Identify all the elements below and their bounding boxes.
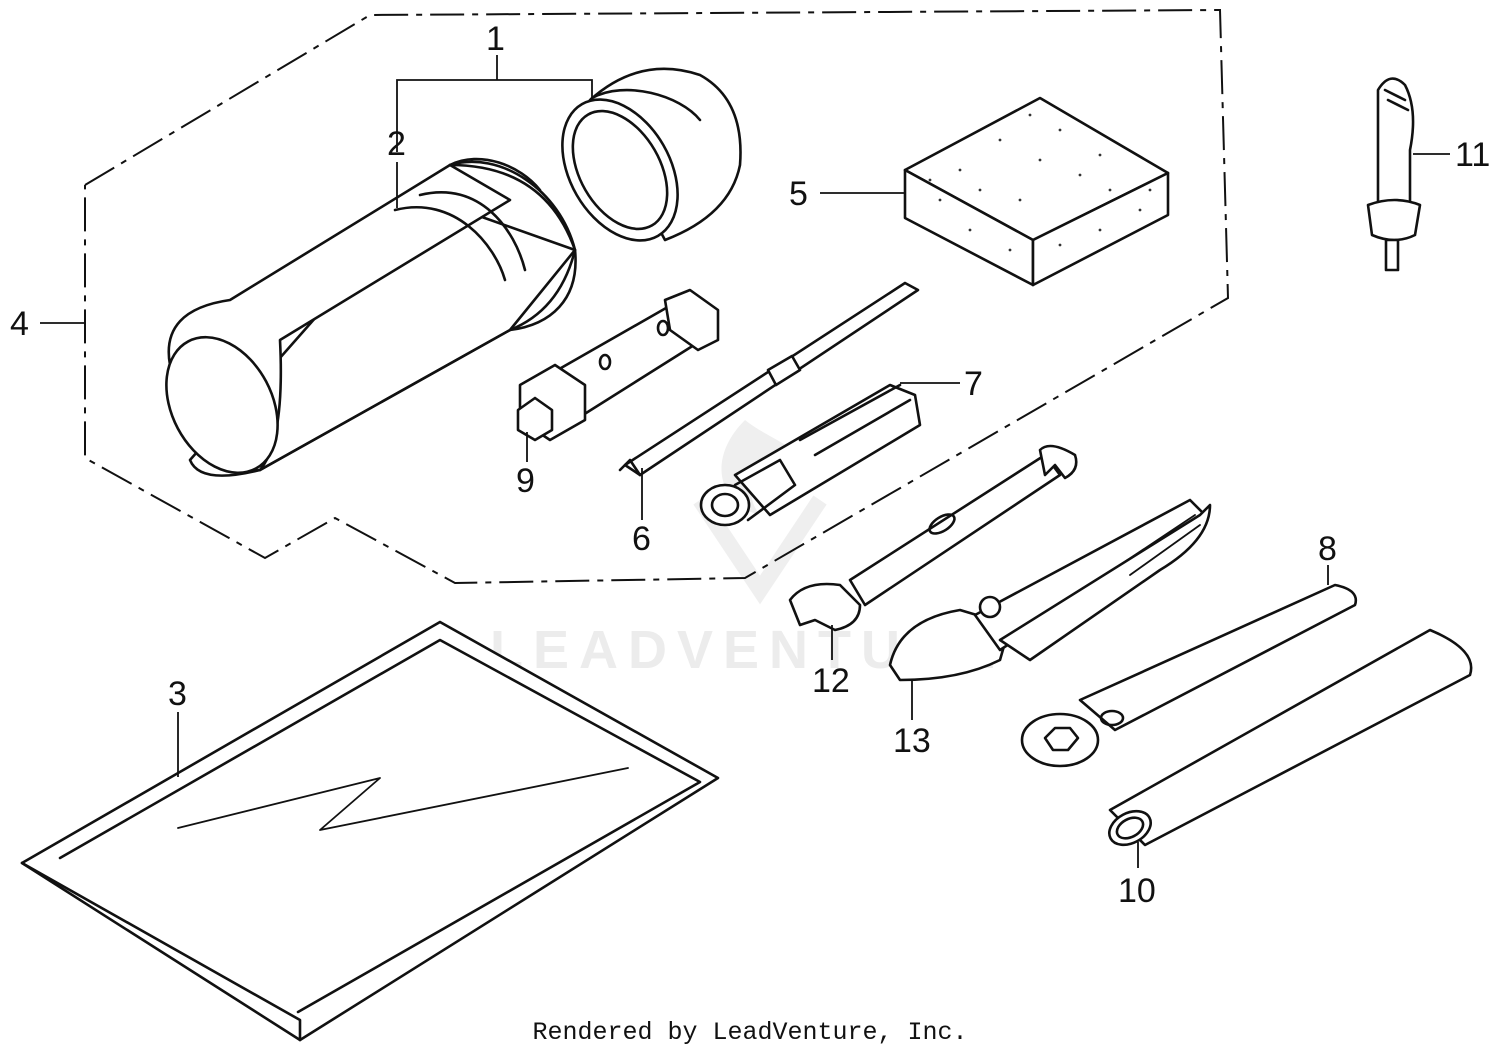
callout-10: 10 [1118,872,1156,910]
screwdriver-handle [699,383,922,527]
callouts: 1 2 3 4 5 6 7 8 9 10 11 12 13 [10,20,1490,910]
callout-3: 3 [168,675,187,713]
callout-8: 8 [1318,530,1337,568]
callout-9: 9 [516,462,535,500]
handle-tube [1108,628,1473,847]
screwdriver-blade [618,281,920,477]
leader-lines [40,55,1450,868]
plug-wrench [516,288,720,442]
spoke-wrench [1366,77,1422,272]
callout-1: 1 [486,20,505,58]
credit-footer: Rendered by LeadVenture, Inc. [532,1018,968,1047]
callout-5: 5 [789,175,808,213]
callout-13: 13 [893,722,931,760]
document-bag [20,620,720,1042]
callout-4: 4 [10,305,29,343]
callout-11: 11 [1455,136,1490,174]
callout-6: 6 [632,520,651,558]
kit-boundary [84,8,1230,585]
combination-wrench [788,444,1078,632]
callout-12: 12 [812,662,850,700]
tool-case-tube [165,157,577,477]
box-wrench [1020,583,1358,768]
sponge [903,96,1170,287]
callout-7: 7 [964,365,983,403]
callout-2: 2 [387,125,406,163]
pliers [888,498,1212,682]
tube-cap [561,67,742,242]
